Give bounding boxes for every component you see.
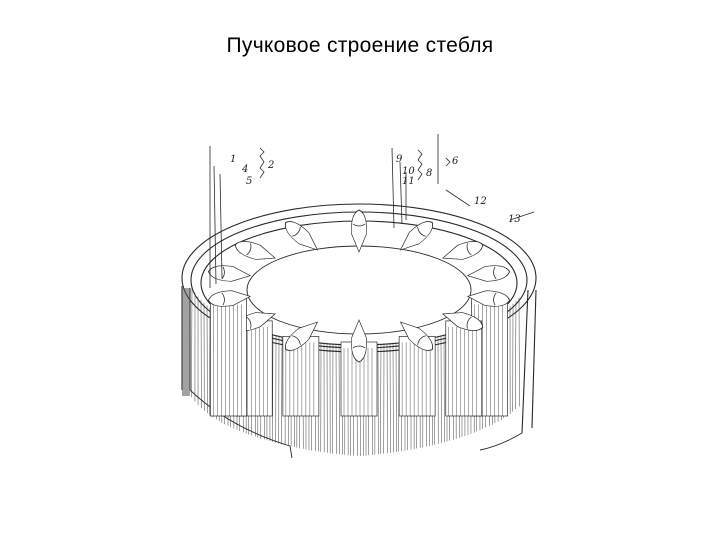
hatch-line xyxy=(380,343,381,454)
stem-bundle-diagram: 1 4 5 2 9 10 11 8 6 12 13 xyxy=(170,128,550,488)
callout-13: 13 xyxy=(508,214,521,225)
bundle-top xyxy=(351,320,366,362)
callout-8: 8 xyxy=(426,168,432,179)
outer-band xyxy=(182,288,190,396)
callout-1: 1 xyxy=(230,154,236,165)
callout-4: 4 xyxy=(241,164,248,175)
bundle-top xyxy=(467,264,510,283)
bundle-top xyxy=(281,217,323,256)
callout-6: 6 xyxy=(452,156,459,167)
bundle-column xyxy=(446,321,482,416)
slide-title: Пучковое строение стебля xyxy=(0,34,720,58)
hatch-line xyxy=(339,344,340,455)
bundle-column xyxy=(210,298,246,416)
vascular-bundle xyxy=(440,307,485,416)
vascular-bundle xyxy=(281,217,323,256)
vascular-bundle xyxy=(208,289,251,416)
bundle-top xyxy=(208,264,251,283)
vascular-bundle xyxy=(341,320,377,416)
callout-2: 2 xyxy=(267,160,274,171)
hatch-line xyxy=(515,301,516,409)
vascular-bundle xyxy=(233,238,278,266)
hatch-line xyxy=(387,343,388,453)
bundle-top xyxy=(440,238,485,266)
stem-cross-section-drawing: 1 4 5 2 9 10 11 8 6 12 13 xyxy=(170,128,550,488)
vascular-bundles xyxy=(208,210,511,416)
callout-9: 9 xyxy=(396,154,403,165)
callout-12: 12 xyxy=(474,196,487,207)
callout-5: 5 xyxy=(246,176,252,187)
callout-labels: 1 4 5 2 9 10 11 8 6 12 13 xyxy=(230,154,521,225)
callout-leaders xyxy=(210,134,534,288)
bundle-top xyxy=(233,238,278,266)
callout-11: 11 xyxy=(402,176,415,187)
vascular-bundle xyxy=(467,264,510,283)
vascular-bundle xyxy=(440,238,485,266)
vascular-bundle xyxy=(208,264,251,283)
